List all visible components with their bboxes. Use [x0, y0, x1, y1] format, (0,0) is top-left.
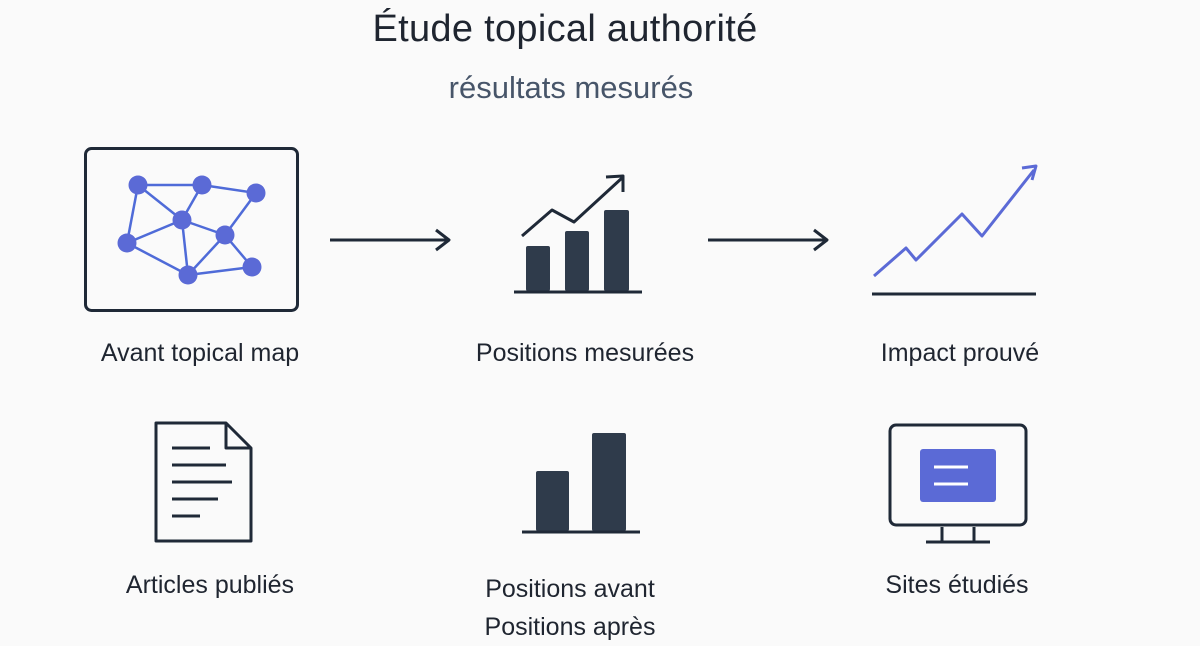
arrow-right-icon: [330, 228, 451, 252]
document-icon: [154, 421, 253, 543]
two-bar-chart-icon: [522, 433, 640, 534]
page-subtitle: résultats mesurés: [448, 70, 694, 105]
metric-label-positions-after: Positions après: [484, 613, 656, 641]
arrow-right-icon: [708, 228, 829, 252]
network-map-icon: [84, 147, 299, 312]
step-label-before: Avant topical map: [100, 339, 300, 367]
metric-label-sites: Sites étudiés: [885, 571, 1029, 599]
bar-chart-trend-icon: [514, 174, 642, 294]
step-label-positions: Positions mesurées: [475, 339, 695, 367]
step-label-impact: Impact prouvé: [880, 339, 1040, 367]
metric-label-positions: Positions avant Positions après: [420, 570, 720, 646]
line-chart-rising-icon: [872, 164, 1038, 296]
metric-label-articles: Articles publiés: [125, 571, 295, 599]
monitor-icon: [888, 423, 1028, 544]
metric-label-positions-before: Positions avant: [485, 575, 655, 603]
page-title: Étude topical authorité: [372, 8, 758, 50]
